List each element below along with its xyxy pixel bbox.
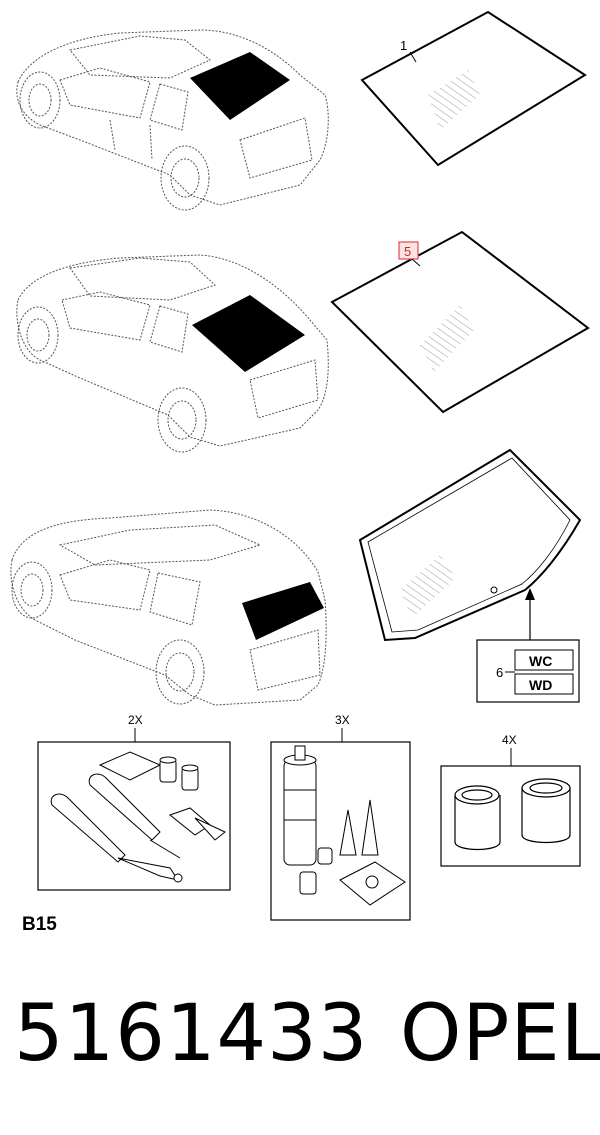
callout-item-1: 1 [400, 38, 407, 53]
rear-glass-item-1 [360, 10, 587, 167]
variant-wd: WD [529, 677, 552, 693]
hatchback-rear-window-highlight [192, 295, 305, 372]
cartridge-kit-illustration [283, 745, 406, 906]
brand-name: OPEL [400, 989, 600, 1079]
variant-wc: WC [529, 653, 552, 669]
callout-item-5: 5 [404, 244, 411, 259]
callout-qty-3x: 3X [335, 713, 350, 727]
car-hatchback-illustration [16, 254, 329, 453]
car-sedan-illustration [16, 29, 329, 211]
car-estate-illustration [10, 509, 327, 706]
callout-item-6: 6 [496, 665, 503, 680]
group-code: B15 [22, 914, 57, 935]
estate-tailgate-glass-highlight [242, 582, 324, 640]
callout-item-5-box [398, 241, 419, 260]
part-number: 5161433 [14, 989, 369, 1079]
rear-glass-item-5 [330, 230, 590, 414]
adhesive-kit-illustration [50, 751, 226, 883]
callout-qty-4x: 4X [502, 733, 517, 747]
primer-pots-illustration [454, 778, 571, 851]
callout-qty-2x: 2X [128, 713, 143, 727]
rear-glass-item-6 [358, 448, 582, 642]
sedan-rear-window-highlight [190, 52, 290, 120]
